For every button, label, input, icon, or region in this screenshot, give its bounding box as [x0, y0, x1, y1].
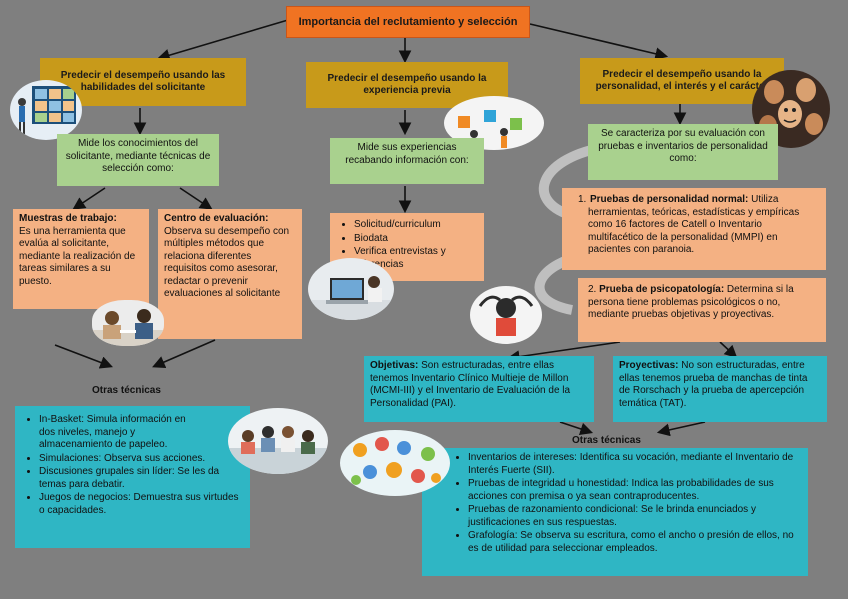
left-other-techniques-box: In-Basket: Simula información en dos niv…	[15, 406, 250, 548]
list-item: Juegos de negocios: Demuestra sus virtud…	[39, 492, 244, 517]
arrow-center-other	[152, 339, 216, 369]
list-item: Simulaciones: Observa sus acciones.	[39, 453, 244, 466]
list-item: Verifica entrevistas y referencias	[354, 246, 478, 271]
video-call-illustration	[10, 80, 82, 140]
test1-label: Pruebas de personalidad normal:	[590, 194, 749, 205]
work-samples-box: Muestras de trabajo: Es una herramienta …	[13, 209, 149, 309]
diagram-title: Importancia del reclutamiento y selecció…	[286, 6, 530, 38]
projective-tests-box: Proyectivas: No son estructuradas, entre…	[613, 356, 827, 422]
stress-illustration	[470, 286, 542, 344]
test2-number: 2.	[588, 284, 597, 295]
objective-tests-box: Objetivas: Son estructuradas, entre ella…	[364, 356, 594, 422]
list-item: Biodata	[354, 233, 478, 246]
test1-text: Utiliza herramientas, teóricas, estadíst…	[588, 194, 800, 255]
arrow-projective-other	[656, 421, 706, 437]
test1-box: 1. Pruebas de personalidad normal: Utili…	[562, 188, 826, 270]
right-other-techniques-title: Otras técnicas	[572, 435, 641, 446]
eval-center-text: Observa su desempeño con múltiples métod…	[164, 225, 290, 300]
list-item: In-Basket: Simula información en dos niv…	[39, 414, 244, 452]
projective-text: No son estructuradas, entre ellas tenemo…	[619, 360, 808, 409]
arrow-summary-work	[72, 187, 106, 210]
work-samples-label: Muestras de trabajo:	[19, 213, 117, 224]
test2-box: 2. Prueba de psicopatología: Determina s…	[578, 278, 826, 342]
arrow-test2-objective	[506, 341, 621, 363]
right-branch-summary: Se caracteriza por su evaluación con pru…	[588, 124, 778, 180]
test2-label: Prueba de psicopatología:	[599, 284, 725, 295]
left-other-techniques-title: Otras técnicas	[92, 385, 161, 396]
laptop-photo	[308, 258, 394, 320]
middle-branch-summary: Mide sus experiencias recabando informac…	[330, 138, 484, 184]
work-samples-text: Es una herramienta que evalúa al solicit…	[19, 225, 136, 287]
list-item: Pruebas de razonamiento condicional: Se …	[468, 504, 800, 529]
list-item: Inventarios de intereses: Identifica su …	[468, 452, 800, 477]
list-item: Solicitud/curriculum	[354, 219, 478, 232]
test1-number: 1.	[578, 194, 587, 205]
arrow-summary-center	[179, 187, 213, 210]
right-branch-header: Predecir el desempeño usando la personal…	[580, 58, 784, 104]
eval-center-label: Centro de evaluación:	[164, 213, 269, 224]
list-item: Pruebas de integridad u honestidad: Indi…	[468, 478, 800, 503]
test2-text: Determina si la persona tiene problemas …	[588, 284, 794, 320]
arrow-title-left	[156, 19, 289, 62]
objective-text: Son estructuradas, entre ellas tenemos I…	[370, 360, 571, 409]
team-meeting-photo	[228, 408, 328, 474]
left-branch-summary: Mide los conocimientos del solicitante, …	[57, 134, 219, 186]
right-other-techniques-box: Inventarios de intereses: Identifica su …	[422, 448, 808, 576]
arrow-title-right	[529, 23, 669, 61]
arrow-test2-projective	[719, 341, 738, 359]
eval-center-box: Centro de evaluación: Observa su desempe…	[158, 209, 302, 339]
list-item: Grafología: Se observa su escritura, com…	[468, 530, 800, 555]
curve-arrow-test1	[538, 143, 602, 220]
arrow-work-other	[54, 344, 113, 369]
objective-label: Objetivas:	[370, 360, 419, 371]
icons-network-illustration	[340, 430, 450, 496]
list-item: Discusiones grupales sin líder: Se les d…	[39, 466, 244, 491]
interview-photo	[92, 300, 164, 346]
projective-label: Proyectivas:	[619, 360, 679, 371]
arrow-objective-other	[559, 421, 594, 436]
